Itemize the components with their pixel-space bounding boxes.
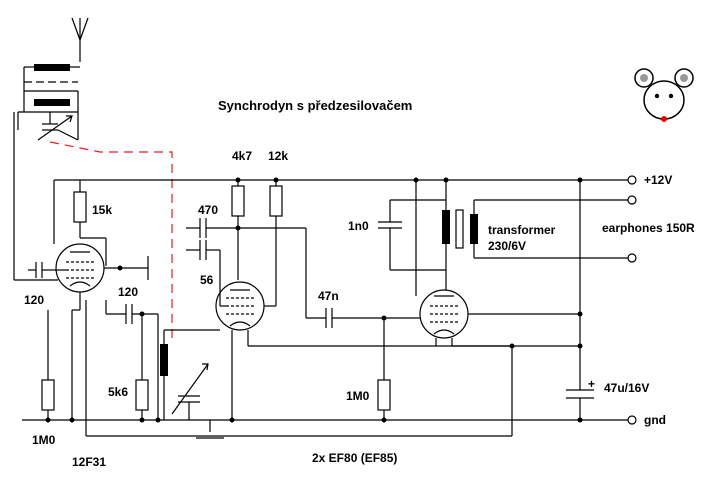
tube-ef80-2 [419, 289, 469, 339]
resistor-1m0-left-label: 1M0 [32, 433, 56, 447]
tube-12f31 [55, 243, 105, 293]
resistor-1m0-right-label: 1M0 [346, 389, 370, 403]
earphone-terminal-top [627, 195, 637, 205]
capacitor-1n0-label: 1n0 [348, 219, 369, 233]
ground-label: gnd [644, 413, 666, 427]
coupling-link-dashed [49, 141, 173, 340]
capacitor-47u-polarity: + [588, 377, 595, 391]
antenna-icon [71, 17, 89, 62]
resistor-12k [269, 185, 283, 217]
diagram-title: Synchrodyn s předzesilovačem [218, 98, 412, 113]
transformer-label: transformer [488, 223, 556, 237]
resistor-4k7 [231, 185, 245, 217]
variable-capacitor [171, 363, 209, 420]
resistor-1m0-right [377, 379, 391, 411]
tube-ef80-1 [215, 281, 265, 331]
capacitor-120-left-label: 120 [24, 293, 44, 307]
capacitor-470-label: 470 [198, 203, 218, 217]
capacitor-120-mid-label: 120 [118, 285, 138, 299]
mouse-logo-icon [634, 68, 694, 122]
resistor-15k-label: 15k [92, 203, 112, 217]
supply-label: +12V [644, 173, 672, 187]
supply-terminal [627, 175, 637, 185]
earphones-label: earphones 150R [602, 221, 695, 235]
earphone-terminal-bottom [627, 253, 637, 263]
resistor-5k6 [135, 379, 149, 411]
capacitor-47u-label: 47u/16V [604, 381, 649, 395]
tube-12f31-label: 12F31 [72, 455, 106, 469]
resistor-15k [73, 191, 87, 223]
resistor-4k7-label: 4k7 [232, 149, 252, 163]
transformer-secondary [470, 214, 478, 244]
ground-terminal [627, 415, 637, 425]
resistor-1m0-left [41, 379, 55, 411]
transformer-ratio-label: 230/6V [488, 239, 526, 253]
tubes-bottom-label: 2x EF80 (EF85) [312, 451, 397, 465]
resistor-12k-label: 12k [268, 149, 288, 163]
ferrite-antenna-coil [17, 64, 80, 141]
transformer-primary [442, 210, 450, 244]
capacitor-56-label: 56 [200, 273, 214, 287]
capacitor-47n-label: 47n [318, 289, 339, 303]
tuning-coil [160, 344, 168, 376]
resistor-5k6-label: 5k6 [108, 385, 128, 399]
